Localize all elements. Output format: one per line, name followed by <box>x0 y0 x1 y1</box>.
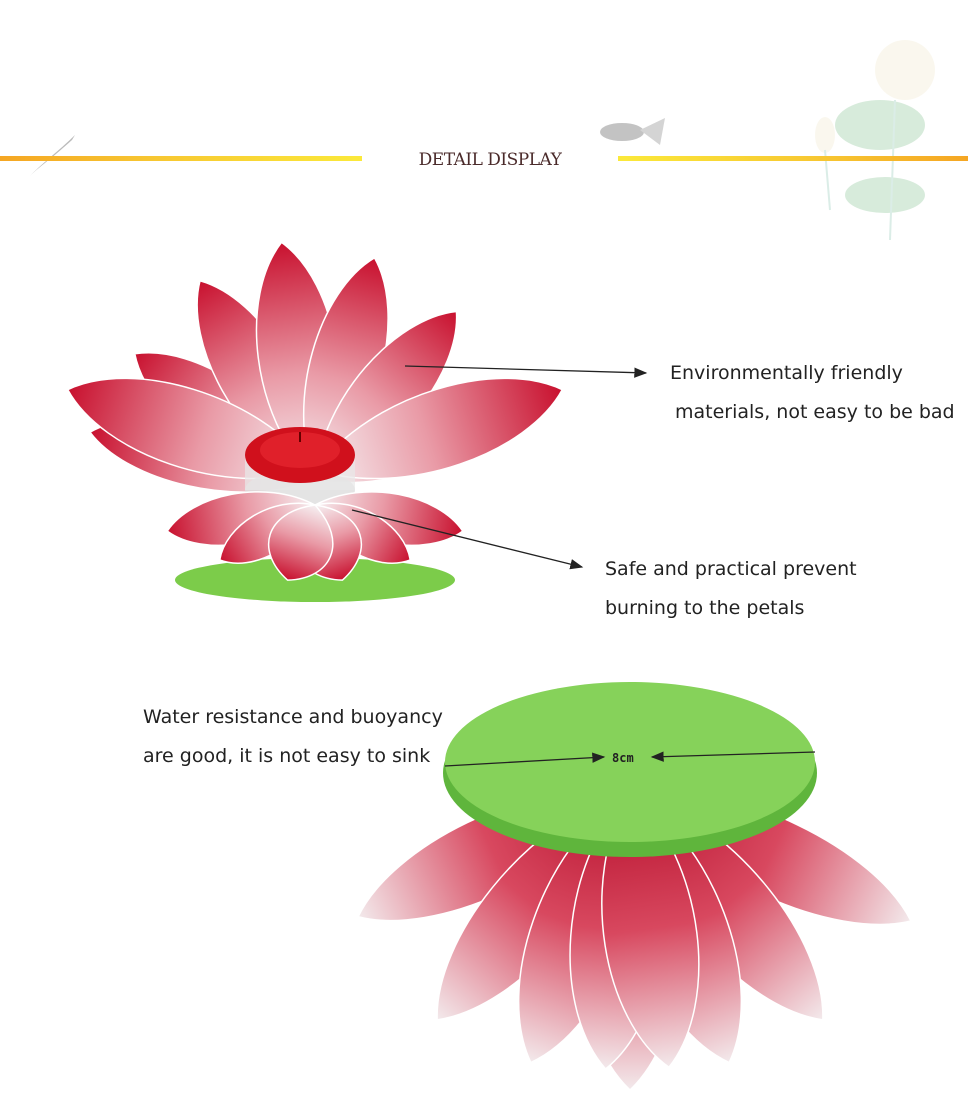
petal <box>601 788 700 1069</box>
dimension-label: 8cm <box>612 751 634 765</box>
petal <box>313 377 564 480</box>
callout-materials-line2: materials, not easy to be bad <box>675 401 955 423</box>
callout-materials-line1: Environmentally friendly <box>670 362 903 384</box>
callout-arrow-candle <box>351 509 584 570</box>
callout-water-line2: are good, it is not easy to sink <box>143 745 431 767</box>
foam-base-disc <box>445 682 815 842</box>
callout-safe-line1: Safe and practical prevent <box>605 558 857 580</box>
foam-base <box>175 558 455 602</box>
callout-safe-line2: burning to the petals <box>605 597 805 619</box>
callout-arrow-materials <box>404 365 648 378</box>
callout-water-line1: Water resistance and buoyancy <box>143 706 443 728</box>
header-divider-left <box>0 156 362 161</box>
dimension-arrow-right <box>650 751 816 762</box>
dimension-arrow-left <box>444 752 606 767</box>
header-divider-right <box>618 156 968 161</box>
section-title: DETAIL DISPLAY <box>418 150 562 170</box>
lotus-decoration-icon <box>815 40 935 241</box>
petal <box>267 504 334 581</box>
